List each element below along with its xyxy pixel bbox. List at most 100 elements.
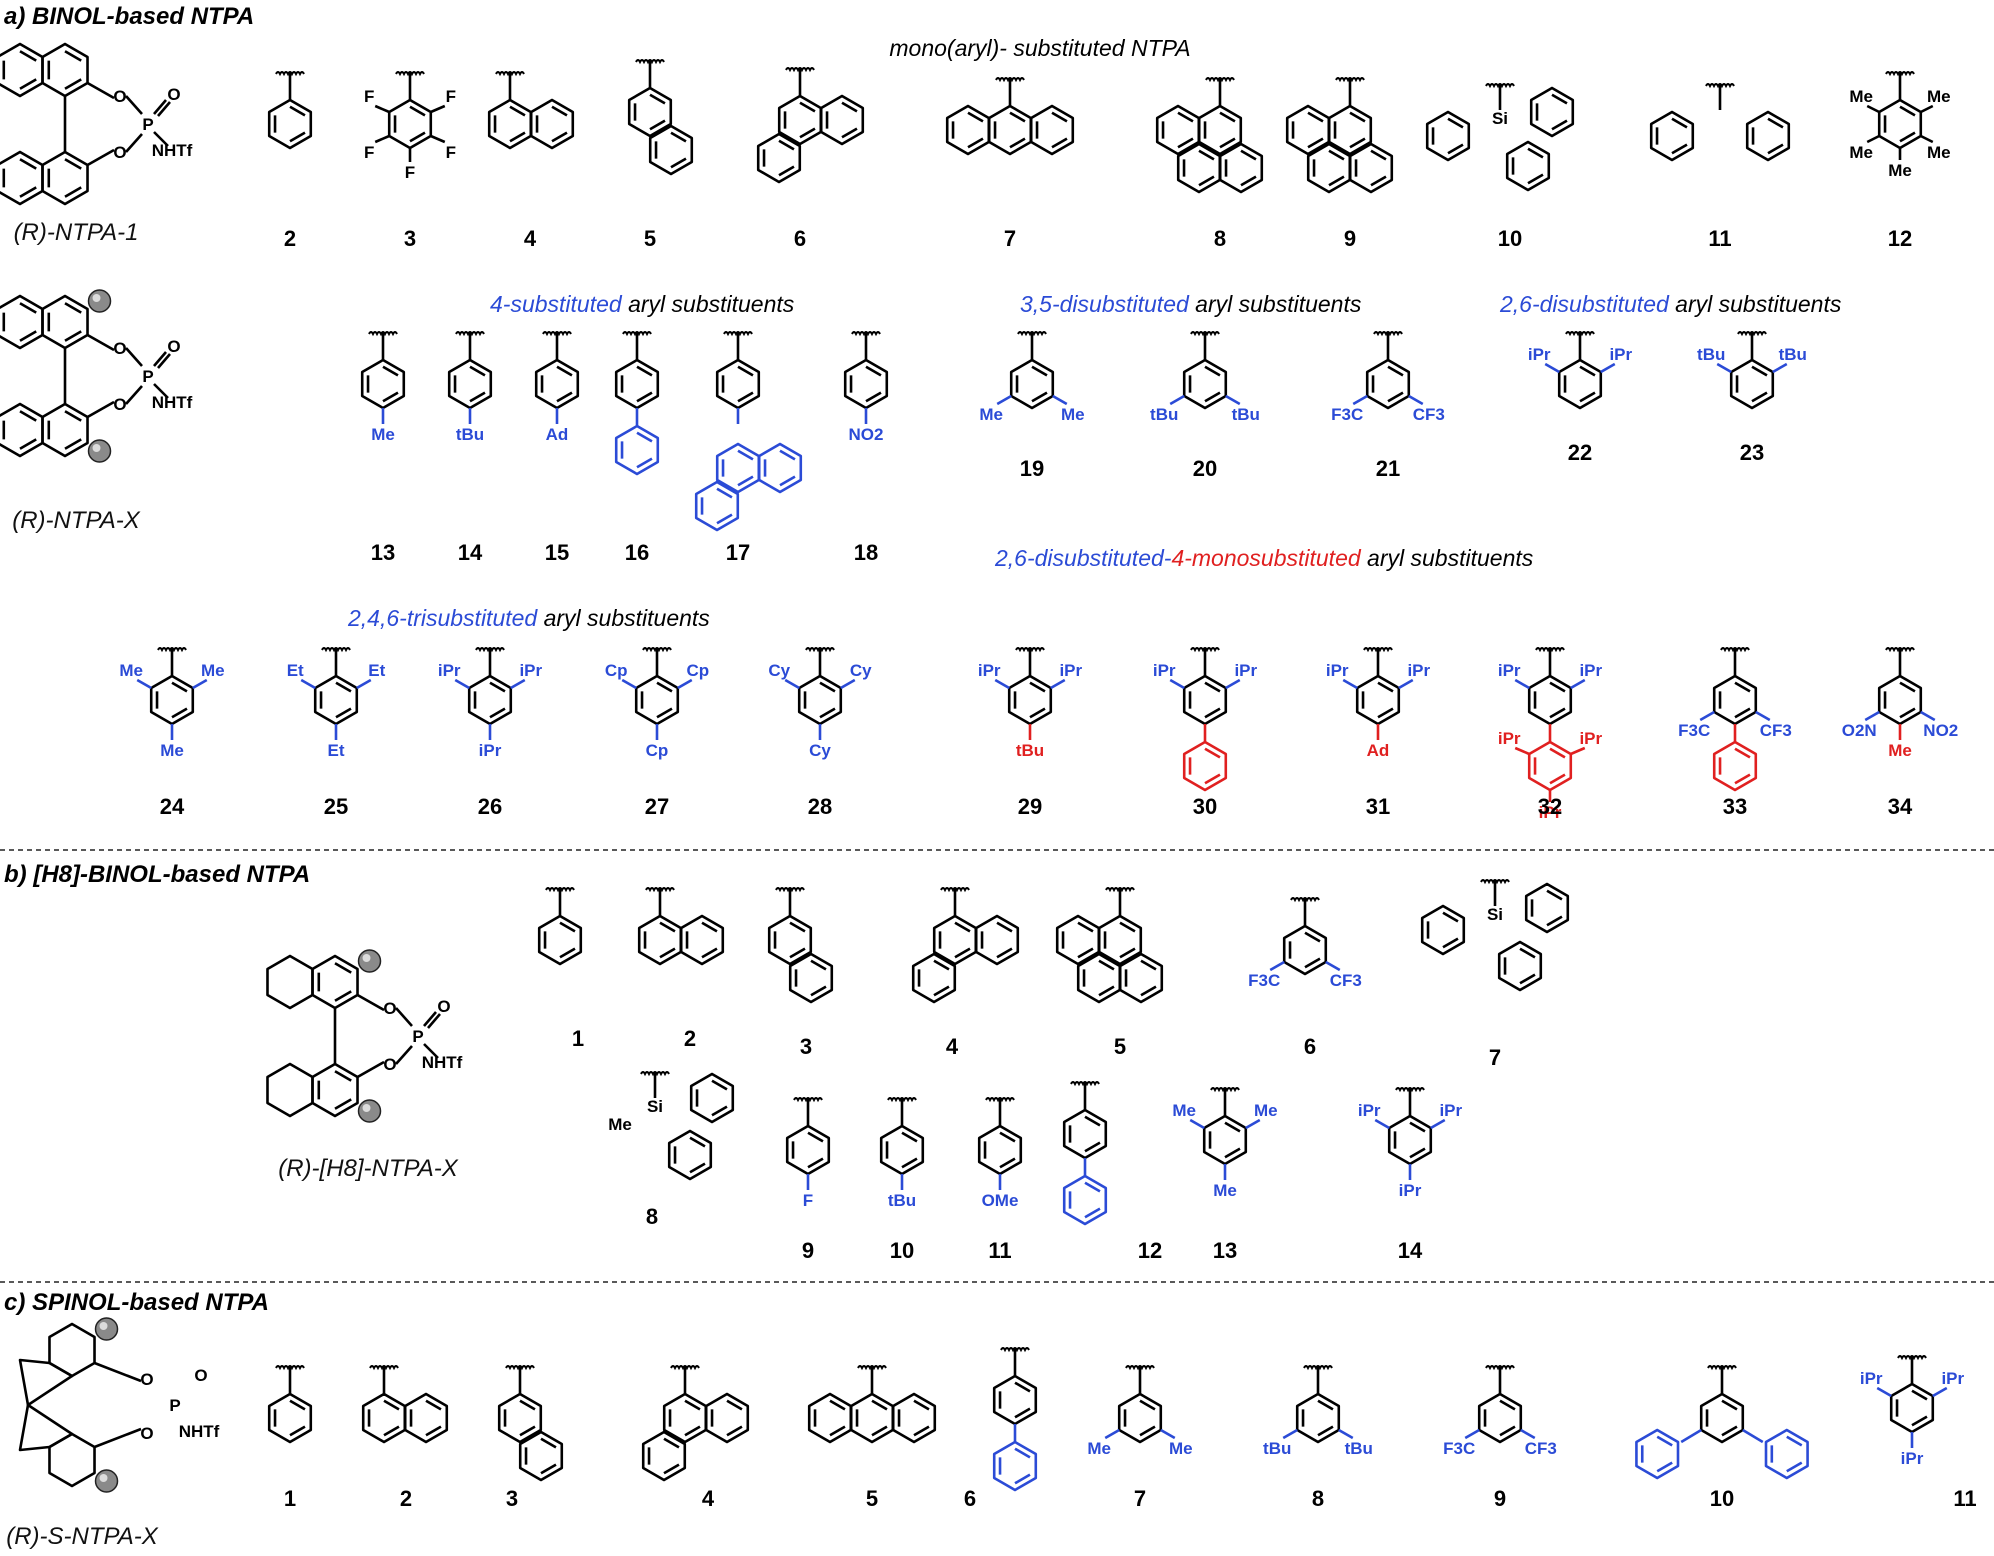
oxygen-label-1: O <box>113 339 126 358</box>
wavy-attachment-icon <box>1737 331 1767 337</box>
c-5-fb <box>891 1392 937 1444</box>
a-18-ring <box>843 358 889 410</box>
compound-number-a-row3-32: 32 <box>1538 794 1562 819</box>
category-mixed-mid: 4-monosubstituted <box>1171 545 1361 571</box>
wavy-attachment-icon <box>1335 77 1365 83</box>
category-4-prefix: 4-substituted <box>490 291 623 317</box>
a-4-fused-ring <box>529 98 575 150</box>
wavy-attachment-icon <box>1565 331 1595 337</box>
substituent-x-ball-icon <box>94 1317 119 1341</box>
a-21-cf3-2-label: CF3 <box>1413 405 1445 424</box>
wavy-attachment-icon <box>505 1365 535 1371</box>
c-5-ring <box>849 1392 895 1444</box>
a-33-cf3-2-bond <box>1755 710 1771 722</box>
category-35-prefix: 3,5-disubstituted <box>1020 291 1190 317</box>
a-16-ph-ring <box>614 424 660 476</box>
wavy-attachment-icon <box>495 71 525 77</box>
compound-number-a-row1-7: 7 <box>1004 226 1016 251</box>
wavy-attachment-icon <box>1897 1355 1927 1361</box>
oxo-label: O <box>194 1366 207 1385</box>
a-25-o2-label: Et <box>368 661 385 680</box>
a-8-fused-c <box>1218 142 1264 194</box>
b-3-fused <box>788 952 834 1004</box>
wavy-attachment-icon <box>1363 647 1393 653</box>
category-2-6: 2,6-disubstituted aryl substituents <box>1499 291 1842 317</box>
nhtf-label: NHTf <box>179 1422 220 1441</box>
a-29-o2-bond <box>1050 678 1066 690</box>
a-16-ring <box>614 358 660 410</box>
a-10-ph1 <box>1425 110 1471 162</box>
a-25-o2-bond <box>356 678 372 690</box>
a-20-tbu1-bond <box>1169 394 1185 406</box>
compound-number-b-row2-13: 13 <box>1213 1238 1237 1263</box>
compound-number-a-row1-2: 2 <box>284 226 296 251</box>
b-7-ph3 <box>1497 940 1543 992</box>
compound-number-b-row2-12: 12 <box>1138 1238 1162 1263</box>
a-30-o1-label: iPr <box>1153 661 1176 680</box>
compound-number-a-row1-10: 10 <box>1498 226 1522 251</box>
c-6-ph-ring <box>992 1440 1038 1492</box>
a-32-ipr2-bond <box>1570 746 1586 756</box>
a-15-ring <box>534 358 580 410</box>
c-8-tbu2-bond <box>1338 1428 1354 1440</box>
c-7-ring <box>1117 1392 1163 1444</box>
a-30-o2-bond <box>1225 678 1241 690</box>
a-25-ring <box>313 674 359 726</box>
a-27-o1-bond <box>621 678 637 690</box>
a-33-cf3-1-label: F3C <box>1678 721 1710 740</box>
a-21-ring <box>1365 358 1411 410</box>
category-4-suffix: aryl substituents <box>622 291 795 317</box>
section-c-title: c) SPINOL-based NTPA <box>4 1289 269 1316</box>
category-35-suffix: aryl substituents <box>1189 291 1362 317</box>
compound-number-c-row1-3: 3 <box>506 1486 518 1511</box>
wavy-attachment-icon <box>1015 647 1045 653</box>
b-14-ipr3-label: iPr <box>1399 1181 1422 1200</box>
a-29-o2-label: iPr <box>1059 661 1082 680</box>
a-3-f4-label: F <box>446 143 456 162</box>
a-4-ring <box>487 98 533 150</box>
c-7-me1-label: Me <box>1087 1439 1111 1458</box>
phosphorus-label: P <box>142 367 153 386</box>
category-mixed-prefix: 2,6-disubstituted- <box>994 545 1172 571</box>
a-21-cf3-1-bond <box>1352 394 1368 406</box>
wavy-attachment-icon <box>940 887 970 893</box>
catalyst-spinol-x-structure <box>18 1322 142 1488</box>
compound-number-a-row2-18: 18 <box>854 540 878 565</box>
b-6-cf3-1-label: F3C <box>1248 971 1280 990</box>
c-11-ipr1-label: iPr <box>1860 1369 1883 1388</box>
compound-number-a-row1-9: 9 <box>1344 226 1356 251</box>
phosphorus-label: P <box>412 1027 423 1046</box>
a-7-fused-b <box>1029 104 1075 156</box>
a-8-fused-a <box>1155 104 1201 156</box>
a-11-ph2 <box>1745 110 1791 162</box>
c-6-ring <box>992 1374 1038 1426</box>
b-7-ph2 <box>1524 882 1570 934</box>
b-4-fa <box>974 914 1020 966</box>
b-13-me3-label: Me <box>1213 1181 1237 1200</box>
a-34-no2-2-label: NO2 <box>1923 721 1958 740</box>
phosphorus-label: P <box>142 115 153 134</box>
category-26-suffix: aryl substituents <box>1669 291 1842 317</box>
a-28-p-label: Cy <box>809 741 831 760</box>
b-10-tbu-label: tBu <box>888 1191 916 1210</box>
a-25-o1-bond <box>300 678 316 690</box>
a-23-tbu2-bond <box>1772 362 1788 374</box>
a-22-ipr1-bond <box>1544 362 1560 374</box>
b-7-ph1 <box>1420 904 1466 956</box>
c-7-me2-bond <box>1160 1428 1176 1440</box>
c-11-ipr2-bond <box>1932 1386 1948 1398</box>
a-32-o1-label: iPr <box>1498 661 1521 680</box>
a-32-ring <box>1527 674 1573 726</box>
wavy-attachment-icon <box>1000 1347 1030 1353</box>
a-26-o1-bond <box>454 678 470 690</box>
a-24-o2-label: Me <box>201 661 225 680</box>
a-28-o2-label: Cy <box>850 661 872 680</box>
b-14-ipr1-bond <box>1374 1118 1390 1130</box>
wavy-attachment-icon <box>642 647 672 653</box>
a-31-o2-label: iPr <box>1407 661 1430 680</box>
a-29-o1-label: iPr <box>978 661 1001 680</box>
compound-number-b-row1-1: 1 <box>572 1026 584 1051</box>
oxygen-label-1: O <box>140 1370 153 1389</box>
wavy-attachment-icon <box>635 59 665 65</box>
